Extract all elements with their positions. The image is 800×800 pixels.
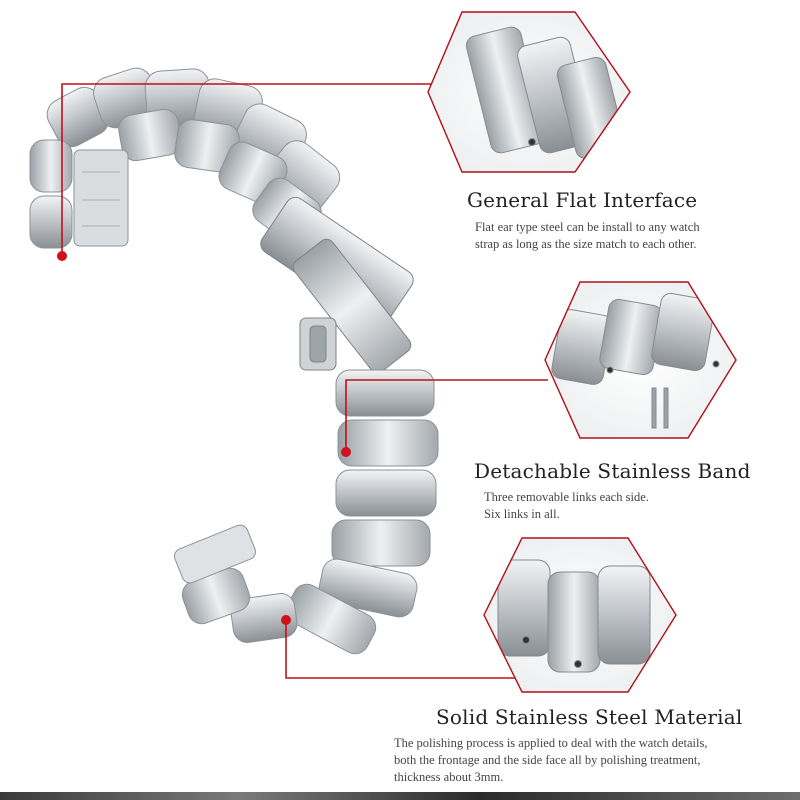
feature-title-solid-steel: Solid Stainless Steel Material xyxy=(436,705,743,729)
feature-description-flat-interface: Flat ear type steel can be install to an… xyxy=(475,219,700,253)
callout-lines xyxy=(61,83,548,679)
bottom-photo-strip xyxy=(0,792,800,800)
feature-title-flat-interface: General Flat Interface xyxy=(467,188,698,212)
description-line: thickness about 3mm. xyxy=(394,770,504,784)
detail-hexagon-removable-links xyxy=(544,281,737,439)
description-line: Three removable links each side. xyxy=(484,490,649,504)
feature-title-detachable-band: Detachable Stainless Band xyxy=(474,459,751,483)
description-line: Flat ear type steel can be install to an… xyxy=(475,220,700,234)
description-line: both the frontage and the side face all … xyxy=(394,753,701,767)
watch-band-image xyxy=(29,67,439,655)
detail-hexagon-solid-steel xyxy=(483,537,677,693)
feature-description-solid-steel: The polishing process is applied to deal… xyxy=(394,735,707,786)
detail-hexagon-flat-interface xyxy=(427,11,631,173)
feature-description-detachable-band: Three removable links each side. Six lin… xyxy=(484,489,649,523)
description-line: Six links in all. xyxy=(484,507,560,521)
callout-dots xyxy=(57,251,351,625)
description-line: strap as long as the size match to each … xyxy=(475,237,697,251)
description-line: The polishing process is applied to deal… xyxy=(394,736,708,750)
